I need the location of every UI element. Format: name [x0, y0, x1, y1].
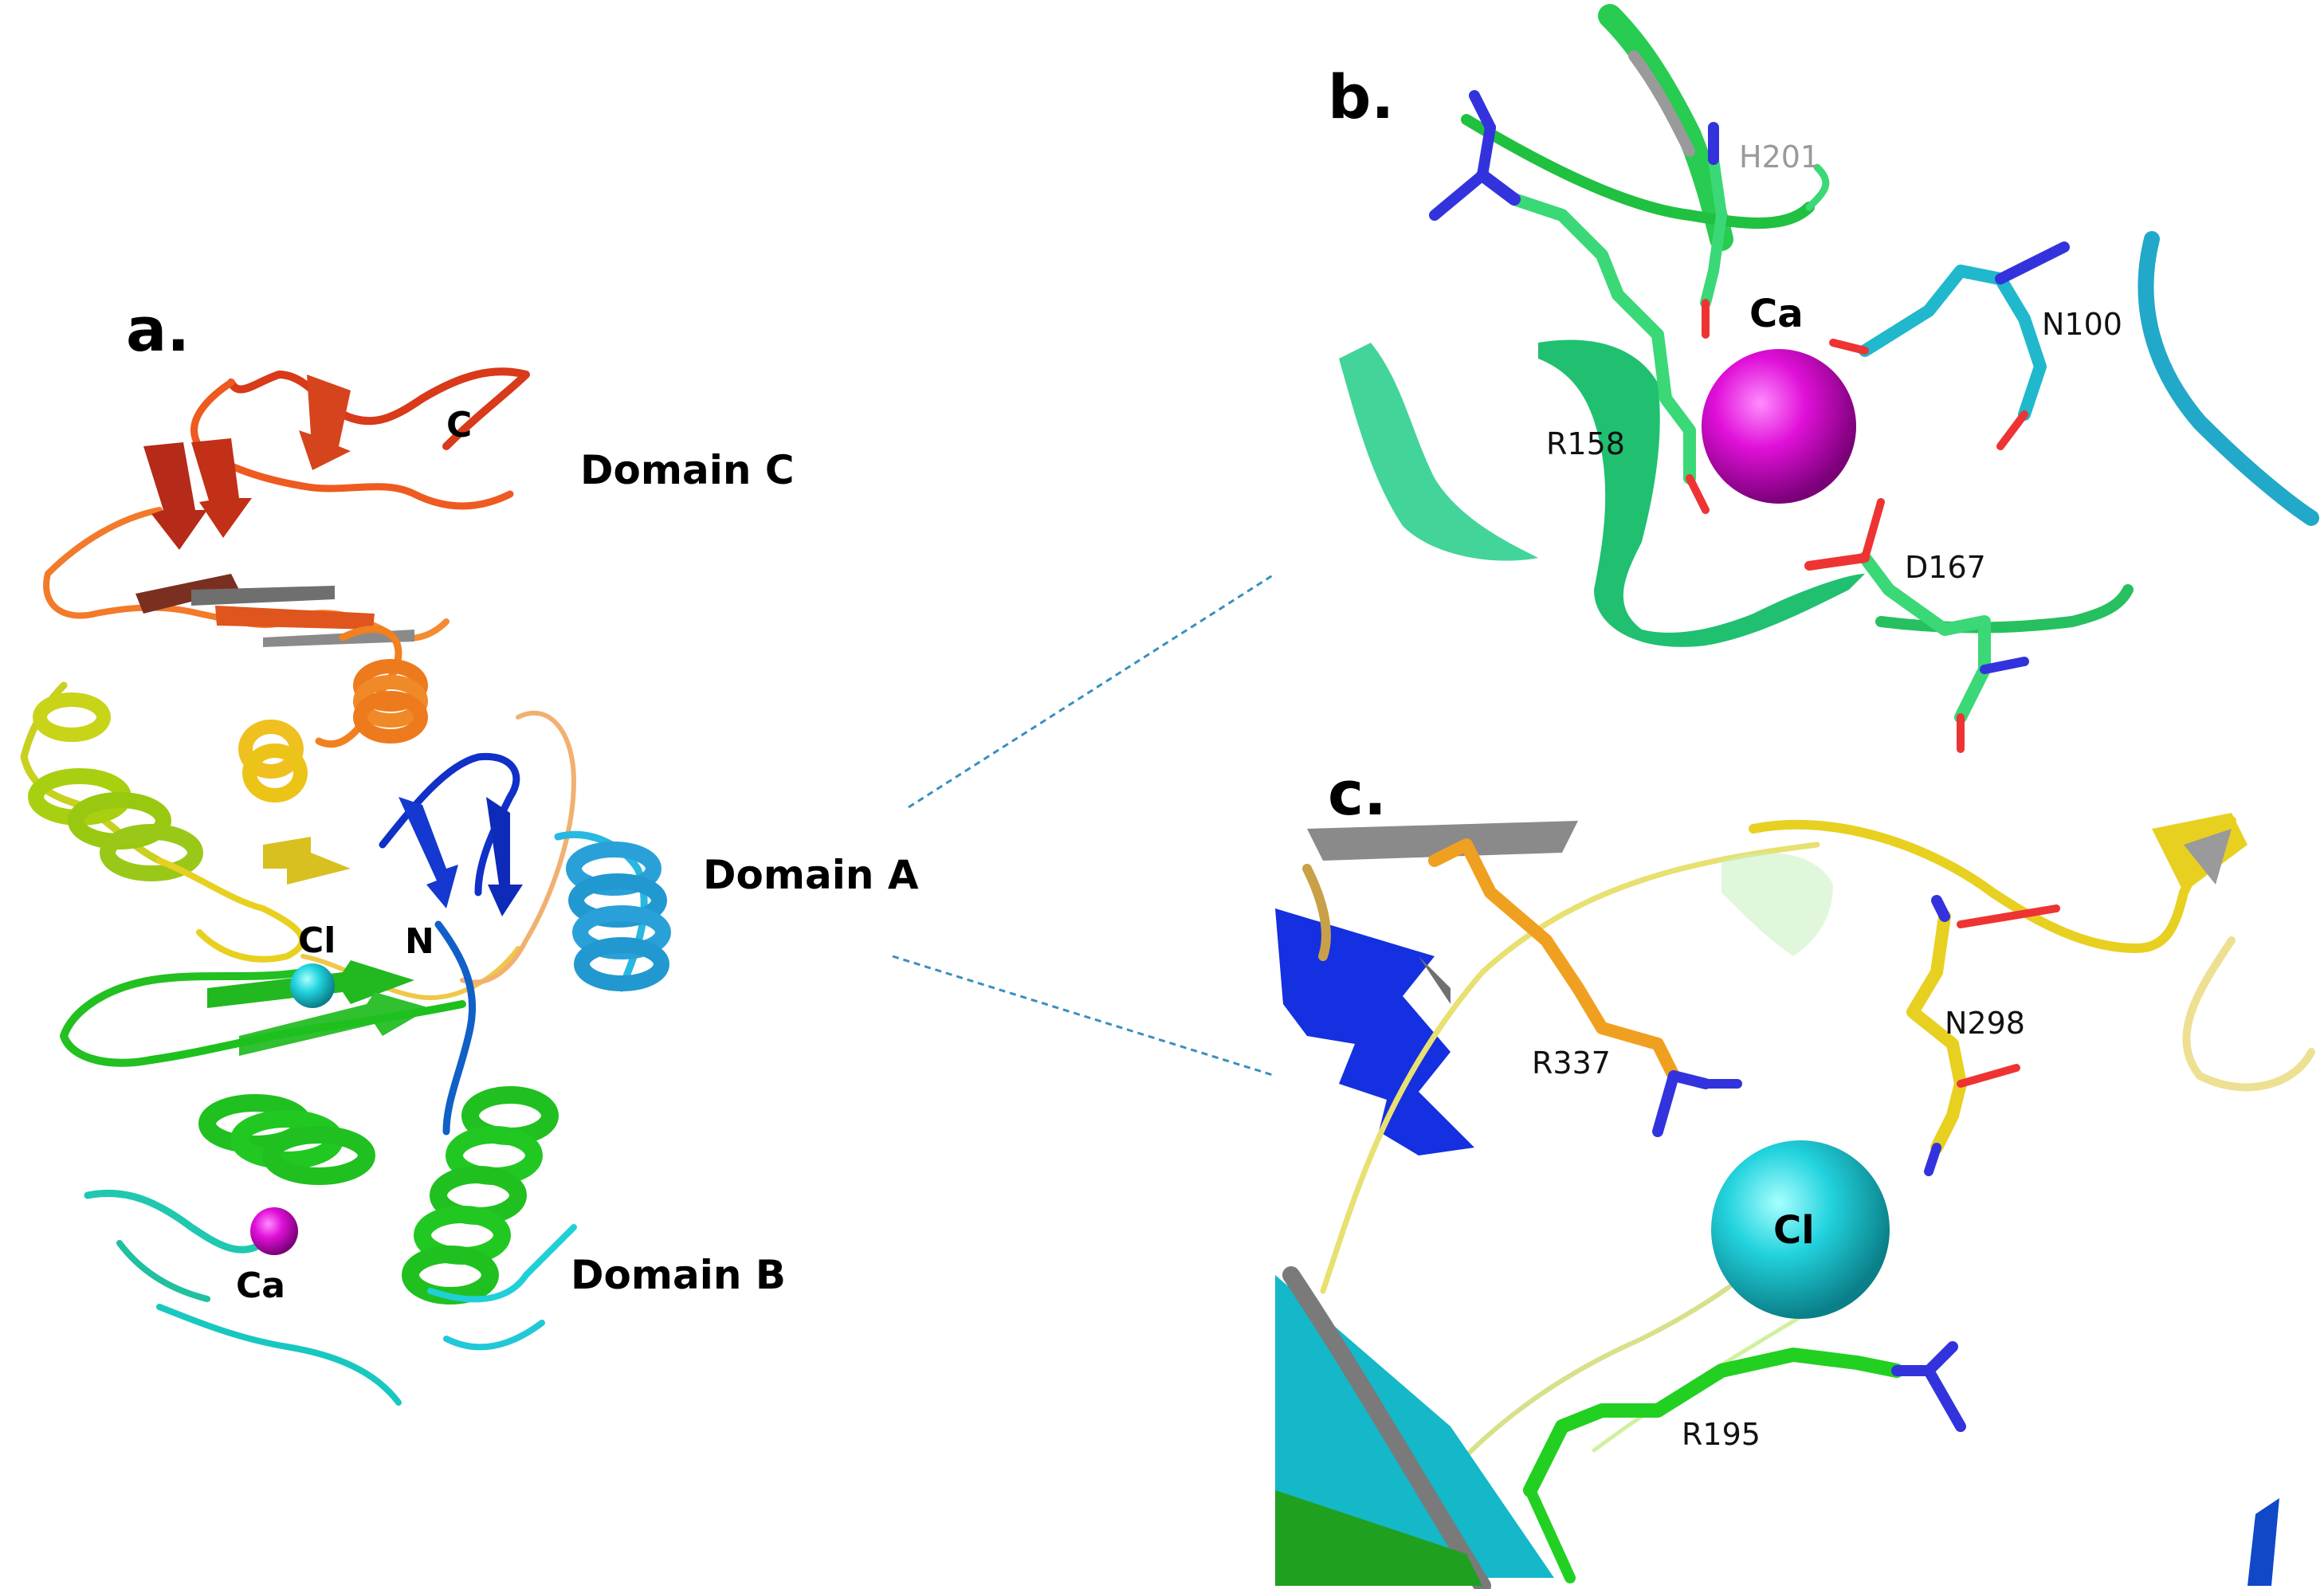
residue-n100-label: N100 — [2042, 307, 2122, 342]
residue-r337-sticks — [1428, 838, 1742, 1137]
calcium-ion-zoom — [1702, 349, 1856, 504]
blue-sheet — [1275, 908, 1474, 1155]
panel-c-zoom — [1275, 813, 2315, 1589]
panel-b-letter: b. — [1328, 61, 1394, 132]
domain-b-label: Domain B — [571, 1252, 786, 1298]
residue-n100-sticks — [1829, 241, 2070, 450]
domain-a-label: Domain A — [703, 852, 919, 898]
domain-c-ribbon — [43, 367, 530, 647]
residue-h201-label: H201 — [1739, 139, 1820, 175]
c-terminus-label: C — [446, 405, 472, 445]
residue-d167-label: D167 — [1905, 550, 1986, 585]
domain-c-label: Domain C — [580, 447, 795, 493]
residue-r158-label: R158 — [1546, 426, 1625, 461]
residue-r195-label: R195 — [1682, 1417, 1761, 1452]
panel-b-zoom — [1339, 4, 2319, 753]
residue-r195-sticks — [1523, 1341, 1966, 1583]
chloride-zoom-label: Cl — [1773, 1208, 1815, 1253]
chloride-ion-overview — [290, 963, 335, 1008]
residue-n298-label: N298 — [1945, 1006, 2025, 1041]
chloride-ion-zoom — [1711, 1140, 1890, 1319]
residue-h201-sticks — [1700, 122, 1727, 339]
domain-a-ribbon — [20, 626, 671, 1136]
residue-d167-sticks — [1804, 498, 2029, 753]
residue-r337-label: R337 — [1532, 1046, 1611, 1081]
calcium-overview-label: Ca — [236, 1265, 285, 1306]
calcium-zoom-label: Ca — [1749, 292, 1804, 336]
panel-a-structure — [20, 367, 671, 1406]
panel-c-letter: c. — [1328, 758, 1387, 829]
residue-n298-sticks — [1906, 895, 2060, 1176]
calcium-ion-overview — [250, 1207, 298, 1255]
n-terminus-label: N — [405, 921, 434, 962]
panel-a-letter: a. — [126, 294, 190, 365]
chloride-overview-label: Cl — [298, 920, 336, 961]
guide-line-to-b — [908, 572, 1276, 809]
guide-line-to-c — [892, 955, 1276, 1077]
residue-r158-sticks — [1429, 90, 1710, 514]
domain-b-ribbon — [84, 1086, 577, 1406]
